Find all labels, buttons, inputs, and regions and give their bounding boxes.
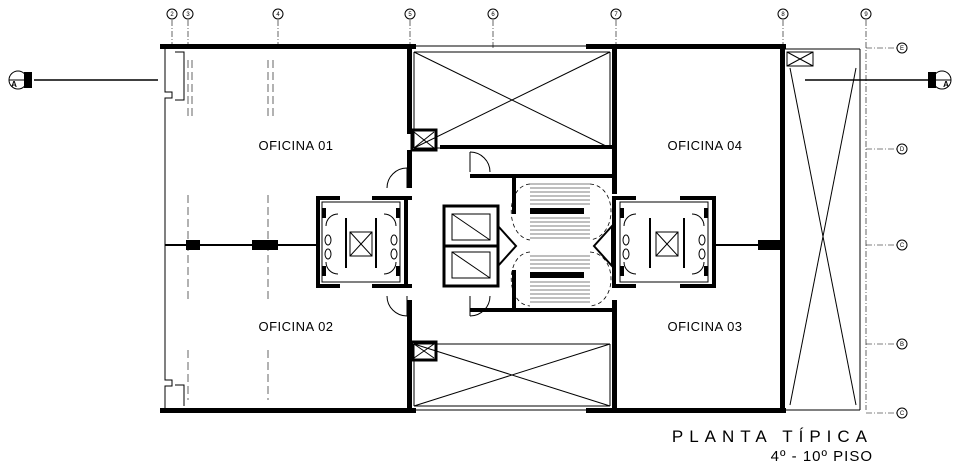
section-mark-left: A [11, 80, 17, 89]
grid-label-d: D [900, 147, 905, 153]
shaft-lower [410, 340, 438, 362]
central-division-walls [165, 240, 782, 250]
void-upper [407, 44, 617, 154]
elevators [442, 204, 613, 288]
grid-label-2: 2 [170, 12, 174, 18]
vertical-grid-lines [171, 20, 867, 410]
grid-label-7: 7 [614, 12, 618, 18]
restrooms-right [619, 201, 709, 283]
stair-treads-lower [530, 255, 590, 303]
stair-treads-upper [530, 183, 590, 239]
section-cut-left: A [8, 70, 158, 90]
grid-label-6: 6 [491, 12, 495, 18]
room-label-office-04: OFICINA 04 [667, 138, 742, 153]
grid-label-c-lower: C [900, 411, 905, 417]
grid-label-9: 9 [864, 12, 868, 18]
section-cut-right: A [805, 70, 952, 90]
grid-bubbles-right: E D C B C [896, 42, 908, 419]
grid-bubbles-top: 2 3 4 5 6 7 8 9 [166, 8, 872, 20]
grid-label-8: 8 [781, 12, 785, 18]
core-walls [316, 150, 716, 344]
room-label-office-02: OFICINA 02 [258, 319, 333, 334]
exterior-walls [160, 44, 861, 413]
grid-label-4: 4 [276, 12, 280, 18]
grid-label-b: B [900, 342, 904, 348]
drawing-title: PLANTA TÍPICA [672, 427, 873, 446]
drawing-subtitle: 4º - 10º PISO [771, 448, 873, 465]
grid-label-3: 3 [186, 12, 190, 18]
shaft-upper [410, 128, 438, 152]
room-label-office-01: OFICINA 01 [258, 138, 333, 153]
stairs [511, 183, 612, 307]
restrooms-left [321, 201, 401, 283]
grid-label-e: E [900, 46, 904, 52]
void-lower [407, 340, 617, 413]
section-mark-right: A [943, 80, 949, 89]
grid-label-c-upper: C [900, 243, 905, 249]
horizontal-grid-lines [866, 47, 898, 414]
room-label-office-03: OFICINA 03 [667, 319, 742, 334]
grid-label-5: 5 [408, 12, 412, 18]
